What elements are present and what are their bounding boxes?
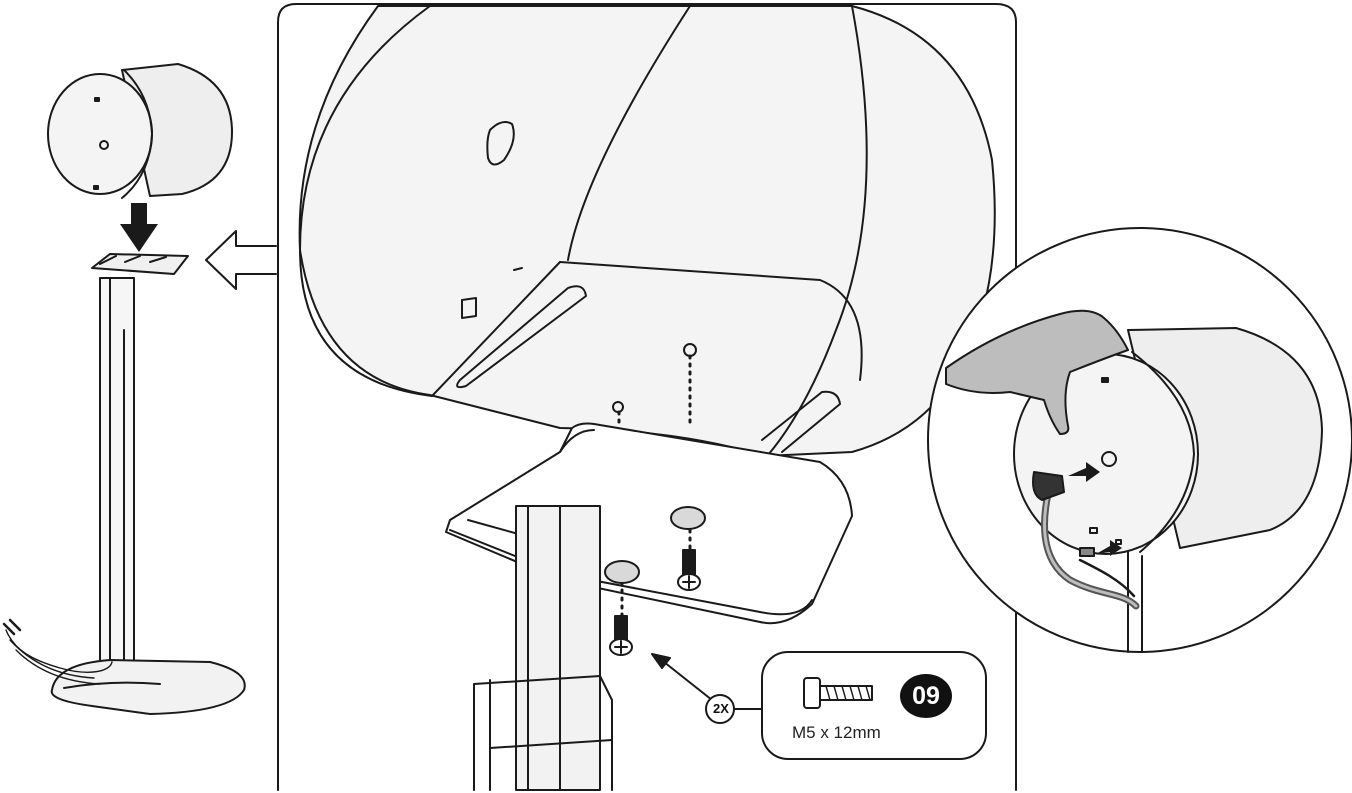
arrow-left-icon bbox=[205, 230, 277, 290]
zoom-hand bbox=[945, 309, 1129, 435]
zoom-cable bbox=[1032, 471, 1140, 610]
screw-icon bbox=[609, 615, 633, 656]
screw-spec-label: M5 x 12mm bbox=[792, 723, 881, 742]
callout-pointer-arrow bbox=[651, 653, 713, 701]
detail-pole bbox=[473, 505, 613, 791]
overview-stand bbox=[2, 253, 246, 715]
overview-speaker bbox=[47, 63, 233, 199]
quantity-label: 2X bbox=[713, 701, 729, 716]
detail-speaker-body bbox=[298, 5, 996, 457]
arrow-right-icon bbox=[1068, 462, 1122, 556]
washer-marks bbox=[604, 506, 706, 584]
detail-panel bbox=[277, 3, 1017, 791]
part-number-badge: 09 bbox=[912, 682, 940, 710]
screw-icon bbox=[677, 549, 701, 591]
down-arrow-icon bbox=[120, 203, 158, 252]
screw-spec-box bbox=[734, 651, 987, 760]
screw-holes bbox=[617, 354, 692, 620]
